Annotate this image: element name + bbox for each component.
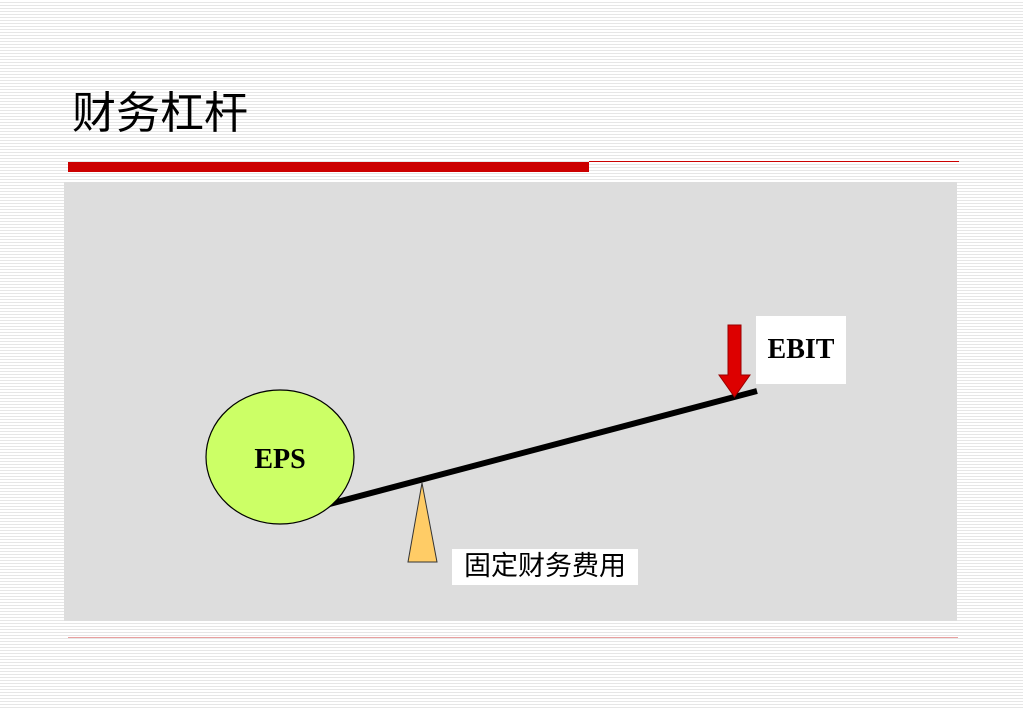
eps-label: EPS (254, 444, 306, 475)
slide-title: 财务杠杆 (72, 88, 248, 139)
lever-beam (321, 388, 758, 509)
ebit-label: EBIT (767, 334, 835, 365)
fixed-financial-cost-label-box (452, 549, 638, 585)
fixed-financial-cost-label: 固定财务费用 (464, 551, 626, 582)
footer-line (68, 637, 958, 638)
title-underline-thick (68, 162, 589, 172)
content-panel (64, 182, 957, 621)
ebit-label-box (756, 316, 846, 384)
title-underline-thin (589, 161, 959, 162)
fulcrum-triangle-icon (407, 482, 438, 563)
eps-circle (205, 389, 355, 525)
down-arrow-icon (718, 324, 751, 398)
